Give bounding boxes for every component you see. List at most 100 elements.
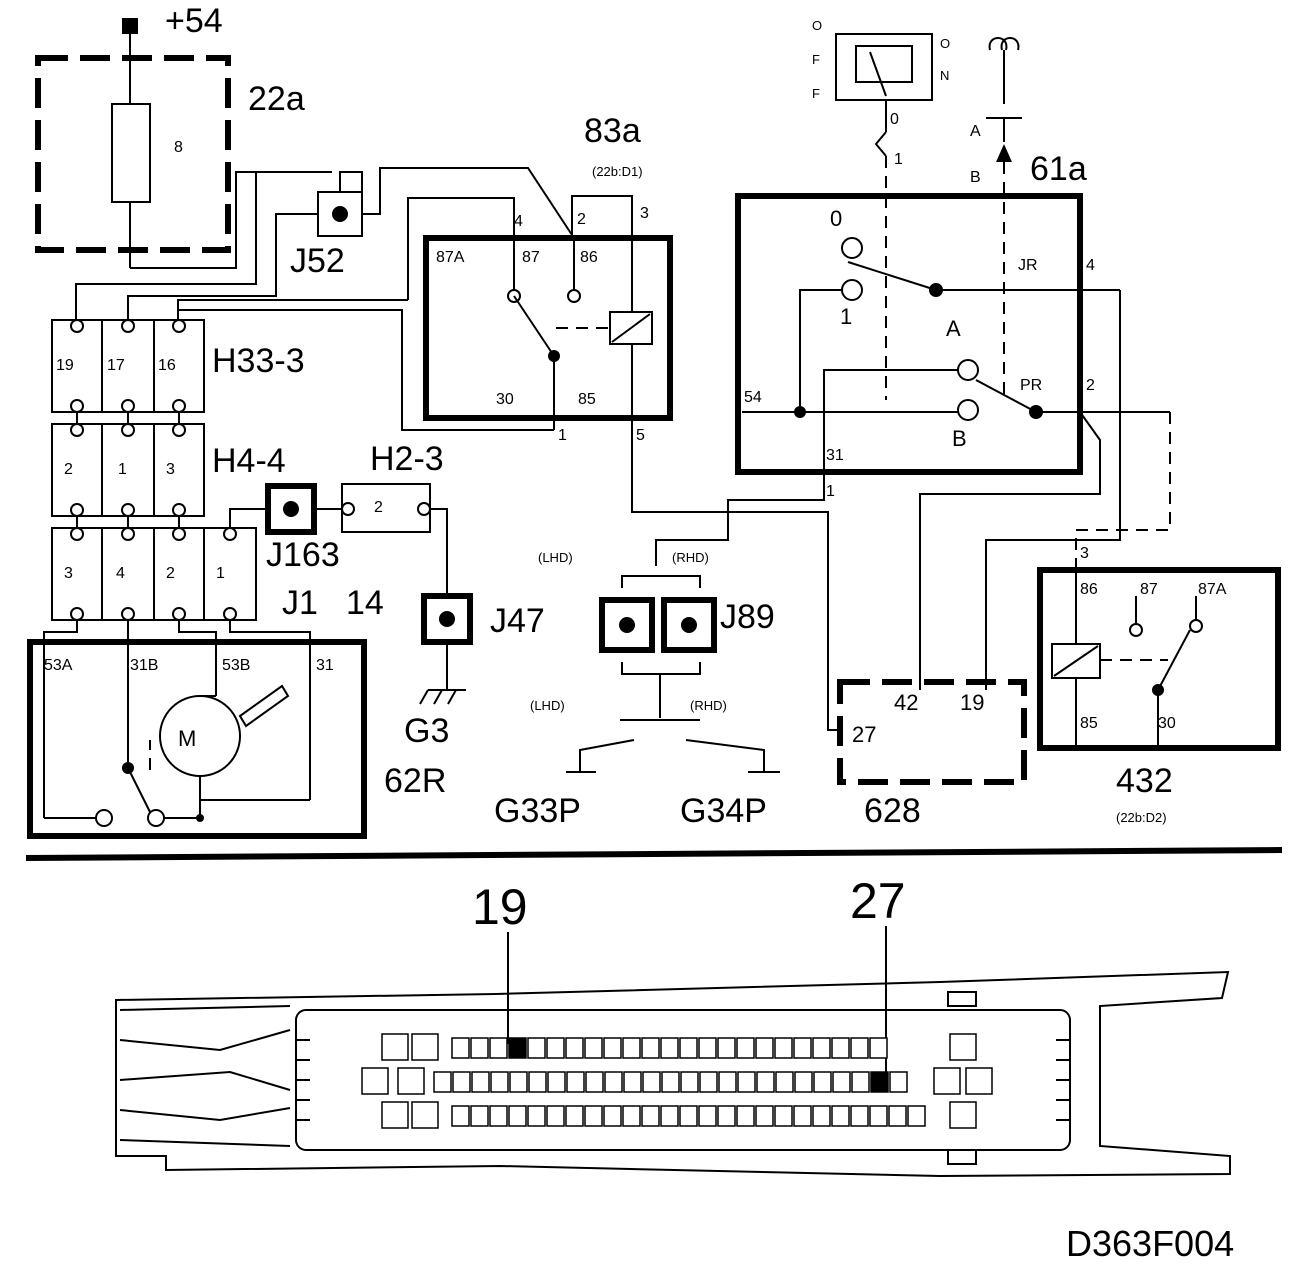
svg-text:30: 30 (1158, 715, 1176, 732)
pin-cavity (699, 1071, 718, 1093)
label-22a: 22a (248, 80, 305, 118)
relay-83a: 83a (22b:D1) 2 3 4 87A 87 86 30 85 1 5 (423, 112, 673, 444)
label-14: 14 (346, 584, 384, 622)
pin-cavity (965, 1067, 993, 1095)
component-62r-motor: 53A 31B 53B 31 M 62R (27, 639, 446, 839)
svg-text:1: 1 (840, 304, 852, 329)
svg-text:3: 3 (1080, 545, 1089, 562)
svg-text:2: 2 (577, 211, 586, 228)
switch-61a: 0 1 A B JR PR 4 2 54 31 1 (735, 193, 1170, 500)
svg-text:B: B (952, 426, 967, 451)
svg-text:87: 87 (1140, 581, 1158, 598)
svg-text:42: 42 (894, 690, 918, 715)
pin-cavity (411, 1033, 439, 1061)
svg-text:(RHD): (RHD) (690, 698, 727, 713)
pin-cavity (718, 1071, 737, 1093)
pin-cavity (508, 1105, 527, 1127)
label-432: 432 (1116, 762, 1173, 800)
pin-cavity (509, 1071, 528, 1093)
svg-text:A: A (970, 123, 981, 140)
svg-text:85: 85 (578, 391, 596, 408)
ref-432: (22b:D2) (1116, 810, 1167, 825)
pin-label-19: 19 (472, 879, 528, 935)
pin-cavity (660, 1105, 679, 1127)
pin-cavity (831, 1037, 850, 1059)
splice-j89: (LHD) (RHD) J89 (LHD) (RHD) G33P G34P (494, 550, 780, 830)
pin-cavity (888, 1105, 907, 1127)
svg-text:0: 0 (830, 206, 842, 231)
wires (43, 167, 1171, 731)
svg-text:3: 3 (640, 205, 649, 222)
label-j163: J163 (266, 536, 340, 574)
pin-cavity (411, 1101, 439, 1129)
pin-cavity (661, 1071, 680, 1093)
label-g3: G3 (404, 712, 449, 750)
pin-cavity (813, 1071, 832, 1093)
pin-cavity (933, 1067, 961, 1095)
pin-cavity (793, 1105, 812, 1127)
pin-cavity (755, 1037, 774, 1059)
pin-cavity (546, 1037, 565, 1059)
divider (25, 847, 1283, 861)
splice-j52: J52 (290, 191, 363, 280)
svg-text:3: 3 (64, 565, 73, 582)
label-fuse: 8 (174, 139, 183, 156)
svg-text:2: 2 (166, 565, 175, 582)
svg-text:87: 87 (522, 249, 540, 266)
pin-cavity (680, 1071, 699, 1093)
label-plus54: +54 (165, 2, 223, 40)
svg-text:1: 1 (826, 483, 835, 500)
svg-text:O: O (940, 36, 950, 51)
pin-cavity (641, 1105, 660, 1127)
label-j52: J52 (290, 242, 345, 280)
svg-text:(RHD): (RHD) (672, 550, 709, 565)
pin-cavity (381, 1101, 409, 1129)
relay-432: 3 86 87 87A 85 30 432 (22b:D2) (1037, 545, 1281, 825)
svg-text:F: F (812, 86, 820, 101)
pin-cavity (527, 1037, 546, 1059)
svg-text:31B: 31B (130, 657, 158, 674)
pin-label-27: 27 (850, 873, 906, 929)
pin-cavity (736, 1105, 755, 1127)
svg-text:PR: PR (1020, 377, 1042, 394)
label-h2-3: H2-3 (370, 440, 444, 478)
pin-cavity (755, 1105, 774, 1127)
label-62r: 62R (384, 762, 446, 800)
pin-cavity (850, 1105, 869, 1127)
pin-cavity (949, 1033, 977, 1061)
pin-cavity (907, 1105, 926, 1127)
svg-text:87A: 87A (436, 249, 465, 266)
pin-cavity (452, 1071, 471, 1093)
pin-cavity (793, 1037, 812, 1059)
component-22a: +54 8 22a (35, 2, 305, 268)
svg-text:1: 1 (118, 461, 127, 478)
motor-icon (159, 695, 241, 777)
pin-cavity (641, 1037, 660, 1059)
svg-text:2: 2 (374, 499, 383, 516)
svg-text:16: 16 (158, 357, 176, 374)
pin-cavity (850, 1037, 869, 1059)
pin-cavity (489, 1105, 508, 1127)
connector-h33-3: 19 17 16 H33-3 (51, 319, 305, 413)
label-j89: J89 (720, 598, 775, 636)
pin-cavity (361, 1067, 389, 1095)
pin-cavity (774, 1105, 793, 1127)
antenna-icon: A B 61a (970, 37, 1087, 400)
svg-text:53A: 53A (44, 657, 73, 674)
pin-cavity (736, 1037, 755, 1059)
pin-cavity (698, 1105, 717, 1127)
splice-j163: J163 (265, 483, 340, 574)
pin-cavity (489, 1037, 508, 1059)
svg-text:19: 19 (56, 357, 74, 374)
svg-text:86: 86 (580, 249, 598, 266)
svg-text:1: 1 (894, 151, 903, 168)
svg-text:3: 3 (166, 461, 175, 478)
pin-cavity (775, 1071, 794, 1093)
pin-cavity (603, 1105, 622, 1127)
connector-detail: 19 27 D363F004 (115, 873, 1234, 1264)
pin-cavity (756, 1071, 775, 1093)
label-h33-3: H33-3 (212, 342, 305, 380)
svg-text:B: B (970, 169, 981, 186)
pin-cavity (527, 1105, 546, 1127)
pin-cavity (585, 1071, 604, 1093)
